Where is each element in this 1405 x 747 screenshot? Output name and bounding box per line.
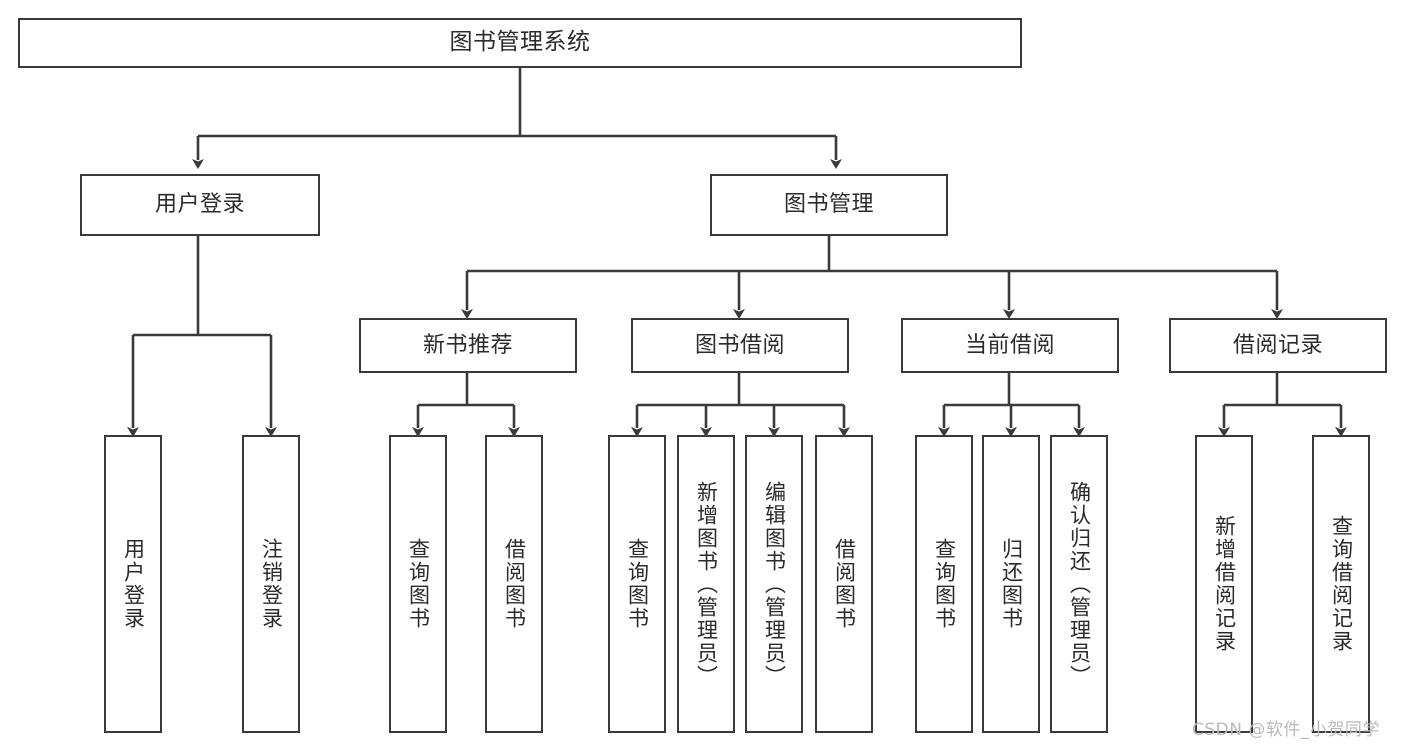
node-label: 借阅图书 bbox=[832, 538, 857, 630]
node-label: 查询图书 bbox=[932, 538, 957, 630]
node-label: 归还图书 bbox=[999, 538, 1024, 630]
node-label: 当前借阅 bbox=[964, 332, 1055, 358]
node-leaf-confirm-return-admin[interactable]: 确认归还（管理员） bbox=[1050, 435, 1108, 733]
node-leaf-query-book-current[interactable]: 查询图书 bbox=[915, 435, 973, 733]
node-book-management[interactable]: 图书管理 bbox=[710, 174, 948, 236]
node-label: 确认归还（管理员） bbox=[1067, 480, 1092, 688]
node-borrow-record[interactable]: 借阅记录 bbox=[1169, 318, 1387, 373]
node-current-borrow[interactable]: 当前借阅 bbox=[901, 318, 1119, 373]
node-label: 编辑图书（管理员） bbox=[762, 480, 787, 688]
node-label: 图书管理 bbox=[783, 192, 874, 218]
node-leaf-return-book[interactable]: 归还图书 bbox=[982, 435, 1040, 733]
node-label: 图书借阅 bbox=[694, 332, 785, 358]
node-label: 新增借阅记录 bbox=[1212, 515, 1237, 653]
node-leaf-edit-book-admin[interactable]: 编辑图书（管理员） bbox=[745, 435, 803, 733]
node-new-book-recommend[interactable]: 新书推荐 bbox=[359, 318, 577, 373]
node-user-login[interactable]: 用户登录 bbox=[80, 174, 320, 236]
csdn-watermark: CSDN @软件_小贺同学 bbox=[1192, 720, 1380, 740]
node-leaf-logout[interactable]: 注销登录 bbox=[242, 435, 300, 733]
node-label: 借阅图书 bbox=[502, 538, 527, 630]
node-leaf-user-login[interactable]: 用户登录 bbox=[104, 435, 162, 733]
node-label: 注销登录 bbox=[259, 538, 284, 630]
node-label: 新增图书（管理员） bbox=[694, 480, 719, 688]
node-leaf-query-book-recommend[interactable]: 查询图书 bbox=[389, 435, 447, 733]
node-label: 查询借阅记录 bbox=[1329, 515, 1354, 653]
node-book-borrow[interactable]: 图书借阅 bbox=[631, 318, 849, 373]
node-label: 借阅记录 bbox=[1232, 332, 1323, 358]
node-leaf-query-borrow-record[interactable]: 查询借阅记录 bbox=[1312, 435, 1370, 733]
node-leaf-query-book-borrow[interactable]: 查询图书 bbox=[608, 435, 666, 733]
node-label: 用户登录 bbox=[154, 192, 245, 218]
node-label: 新书推荐 bbox=[422, 332, 513, 358]
node-label: 查询图书 bbox=[406, 538, 431, 630]
node-label: 用户登录 bbox=[121, 538, 146, 630]
node-root-system[interactable]: 图书管理系统 bbox=[18, 18, 1022, 68]
node-label: 图书管理系统 bbox=[449, 29, 591, 56]
node-leaf-borrow-book-recommend[interactable]: 借阅图书 bbox=[485, 435, 543, 733]
node-leaf-add-borrow-record[interactable]: 新增借阅记录 bbox=[1195, 435, 1253, 733]
node-leaf-add-book-admin[interactable]: 新增图书（管理员） bbox=[677, 435, 735, 733]
node-leaf-borrow-book[interactable]: 借阅图书 bbox=[815, 435, 873, 733]
node-label: 查询图书 bbox=[625, 538, 650, 630]
